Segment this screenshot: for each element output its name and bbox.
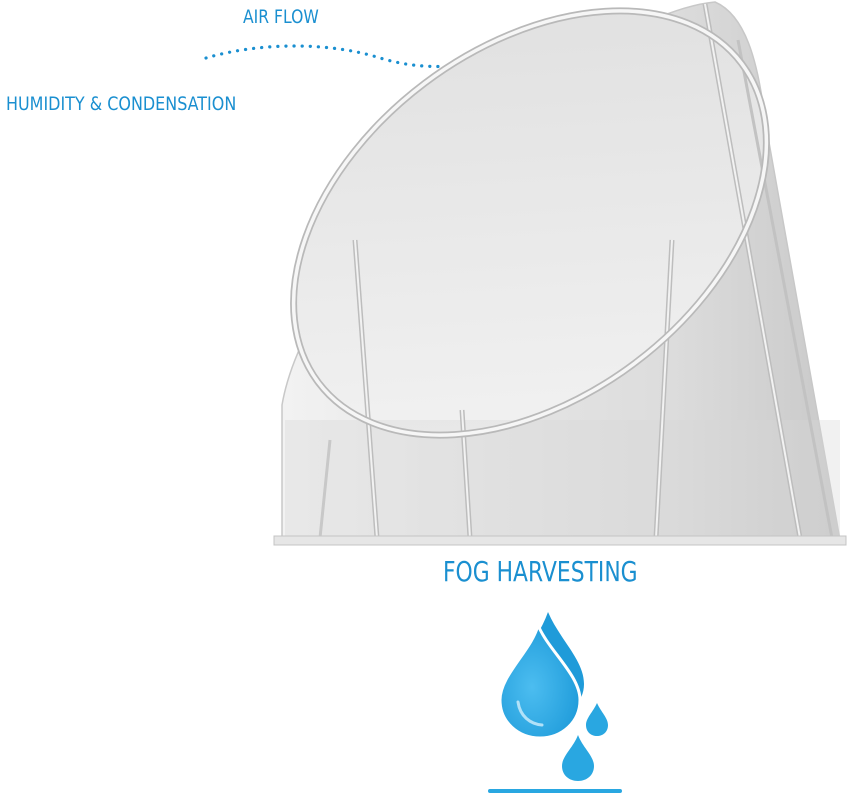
- fog-harvesting-label: FOG HARVESTING: [443, 555, 638, 588]
- humidity-condensation-label: HUMIDITY & CONDENSATION: [6, 93, 237, 115]
- water-drops-icon: [488, 612, 622, 793]
- air-flow-label: AIR FLOW: [243, 6, 319, 28]
- fog-harvester-structure: [273, 1, 847, 546]
